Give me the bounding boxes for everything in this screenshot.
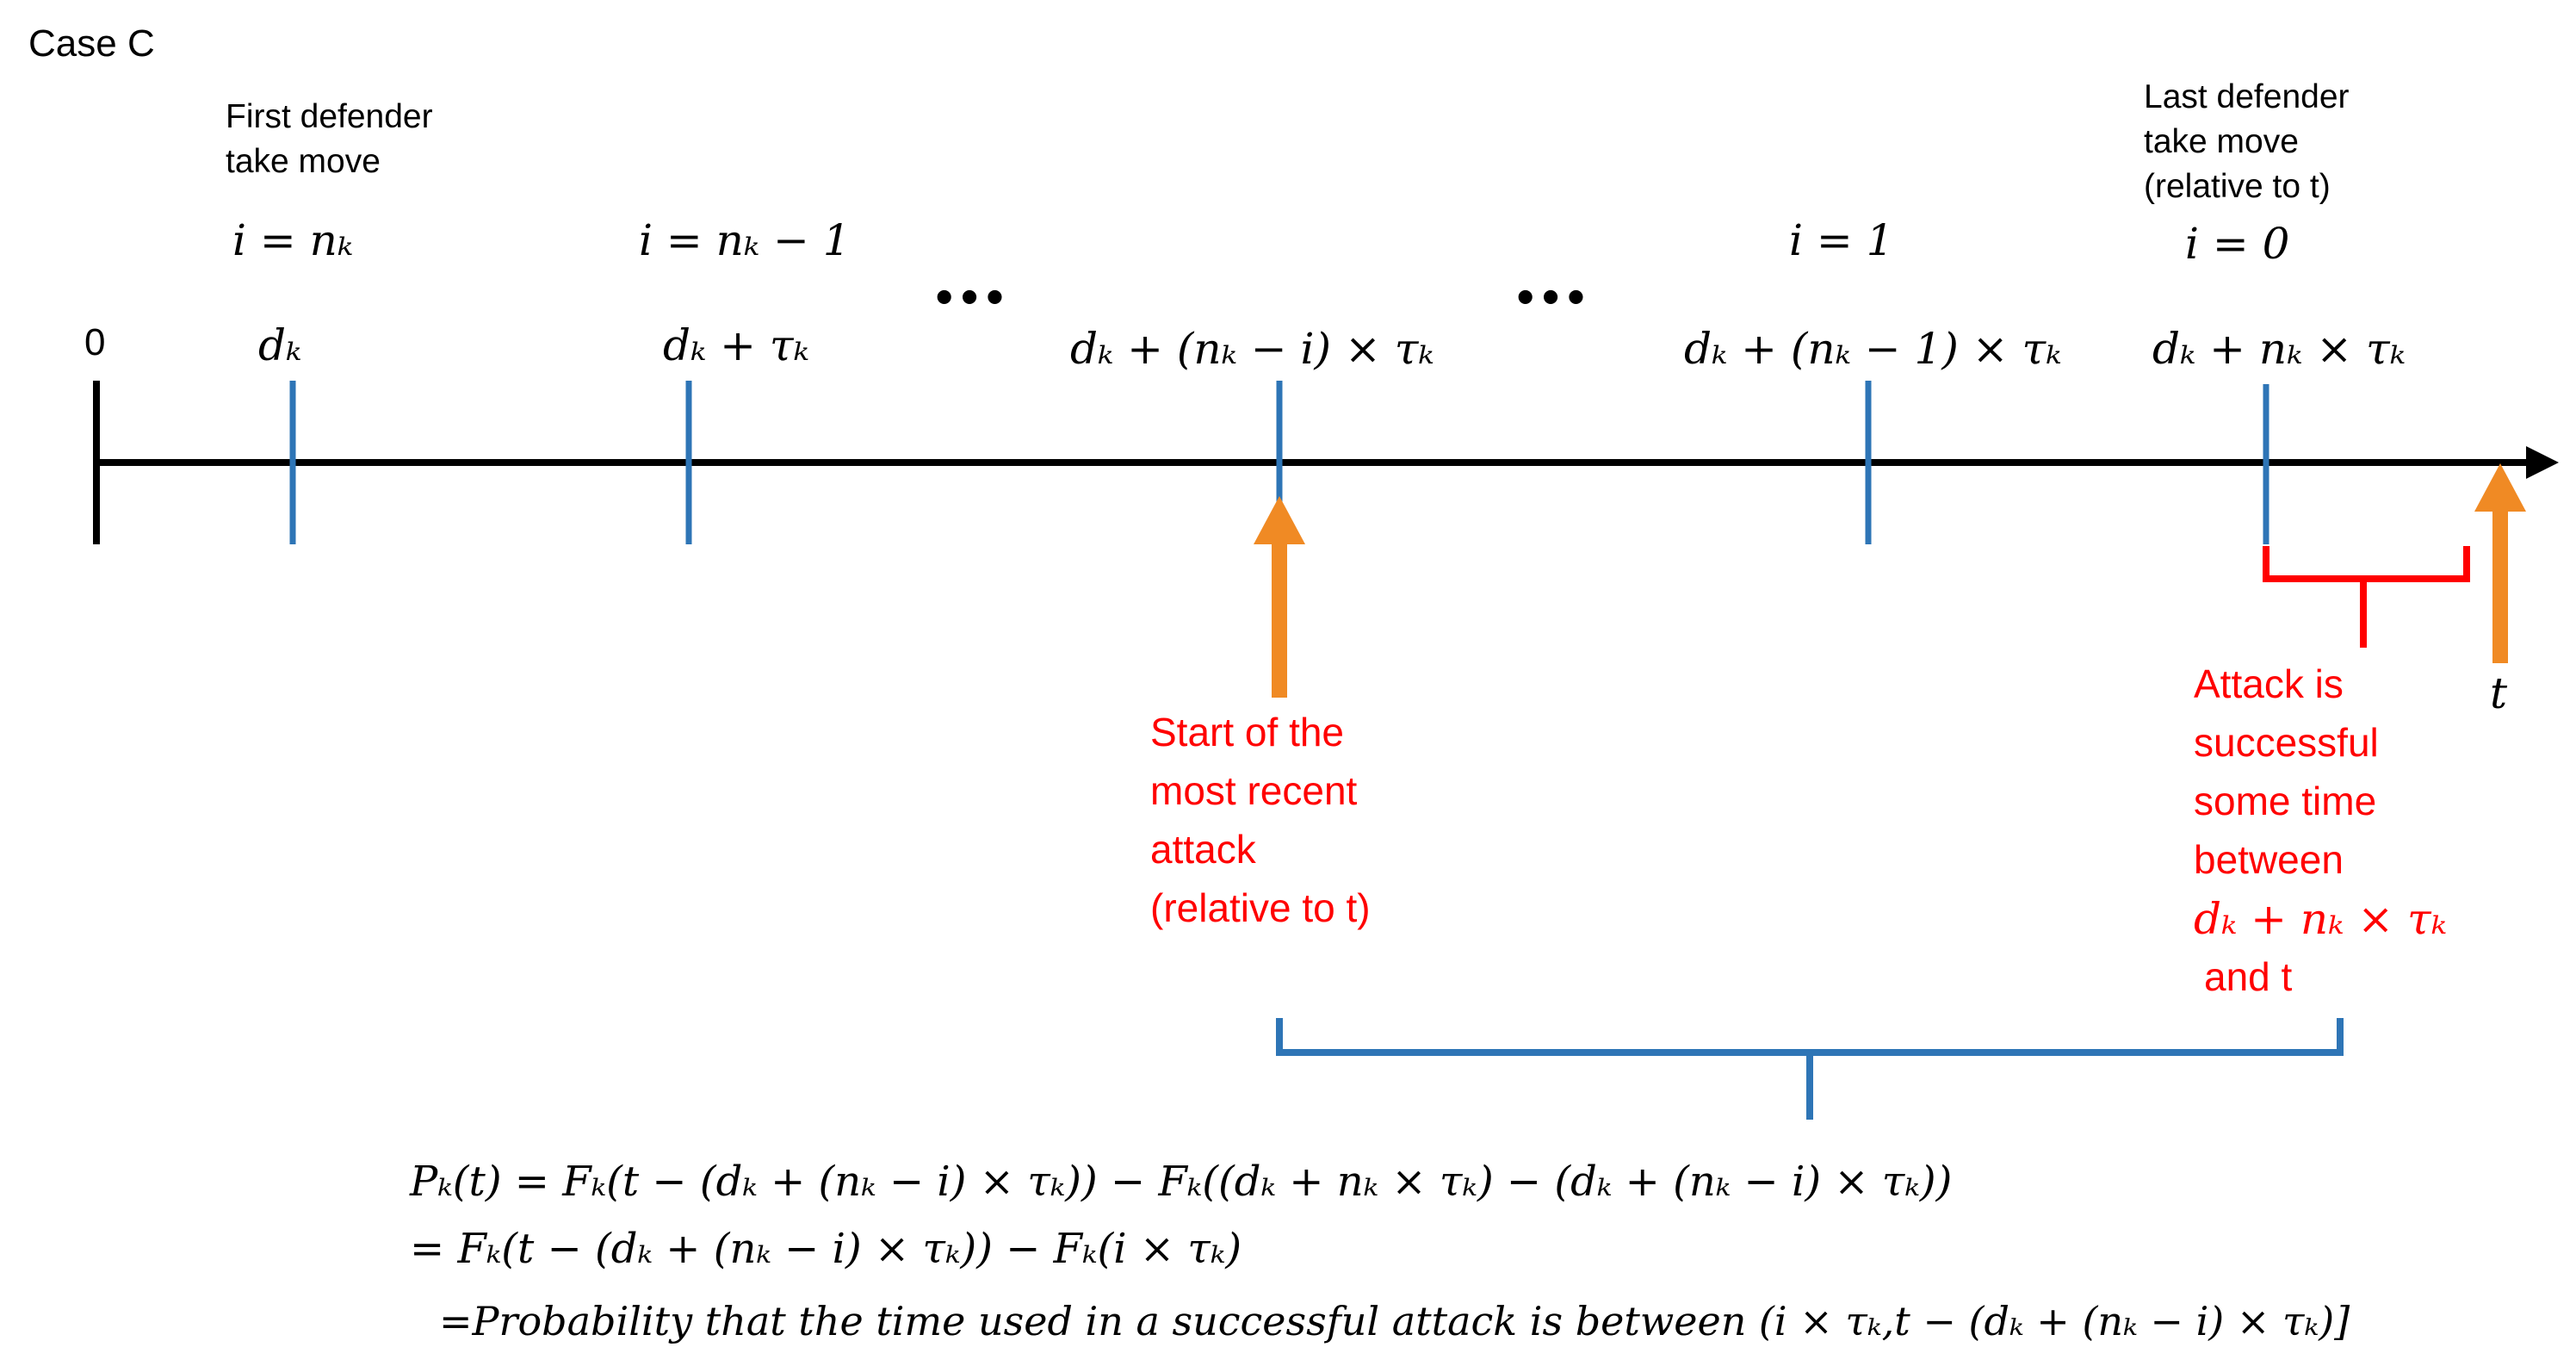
timeline-arrowhead [2526, 446, 2559, 479]
first-defender-line1: First defender [226, 98, 433, 135]
tick-label-dk-nk-minus-i: dₖ + (nₖ − i) × τₖ [1070, 324, 1434, 374]
index-label-second: i = nₖ − 1 [639, 215, 851, 265]
origin-label: 0 [84, 321, 105, 363]
t-label: t [2490, 668, 2508, 718]
t-arrow-shaft [2492, 510, 2508, 663]
index-label-one: i = 1 [1789, 215, 1893, 265]
tick-label-dk-nk: dₖ + nₖ × τₖ [2152, 324, 2406, 374]
success-note-line6: and t [2204, 954, 2293, 999]
success-note-line4: between [2194, 837, 2344, 882]
last-defender-line1: Last defender [2144, 78, 2350, 115]
success-note-line2: successful [2194, 720, 2379, 765]
formula-line1: Pₖ(t) = Fₖ(t − (dₖ + (nₖ − i) × τₖ)) − F… [409, 1158, 1952, 1206]
index-label-zero: i = 0 [2185, 219, 2289, 269]
ellipsis-right: ••• [1513, 275, 1588, 321]
red-brace [2263, 546, 2470, 648]
last-defender-line3: (relative to t) [2144, 168, 2331, 205]
recent-attack-line3: attack [1150, 827, 1257, 872]
tick-label-dk-plus-tau: dₖ + τₖ [663, 320, 809, 370]
recent-attack-line2: most recent [1150, 768, 1358, 813]
formula-line3: =Probability that the time used in a suc… [439, 1298, 2350, 1344]
success-note-line5: dₖ + nₖ × τₖ [2194, 894, 2447, 944]
tick-label-dk-nk-minus-1: dₖ + (nₖ − 1) × τₖ [1684, 324, 2061, 374]
success-note-line1: Attack is [2194, 661, 2344, 706]
last-defender-line2: take move [2144, 123, 2299, 160]
recent-attack-line1: Start of the [1150, 710, 1344, 754]
t-arrow-head [2474, 463, 2526, 512]
ellipsis-left: ••• [932, 275, 1007, 321]
blue-brace [1276, 1018, 2344, 1120]
first-defender-line2: take move [226, 143, 381, 180]
recent-attack-line4: (relative to t) [1150, 885, 1371, 930]
recent-attack-arrow-head [1254, 496, 1305, 544]
formula-line2: = Fₖ(t − (dₖ + (nₖ − i) × τₖ)) − Fₖ(i × … [410, 1225, 1242, 1273]
index-label-first: i = nₖ [232, 215, 353, 265]
success-note-line3: some time [2194, 779, 2376, 823]
recent-attack-arrow-shaft [1272, 543, 1287, 698]
tick-label-dk: dₖ [258, 320, 301, 370]
case-label: Case C [28, 22, 155, 65]
